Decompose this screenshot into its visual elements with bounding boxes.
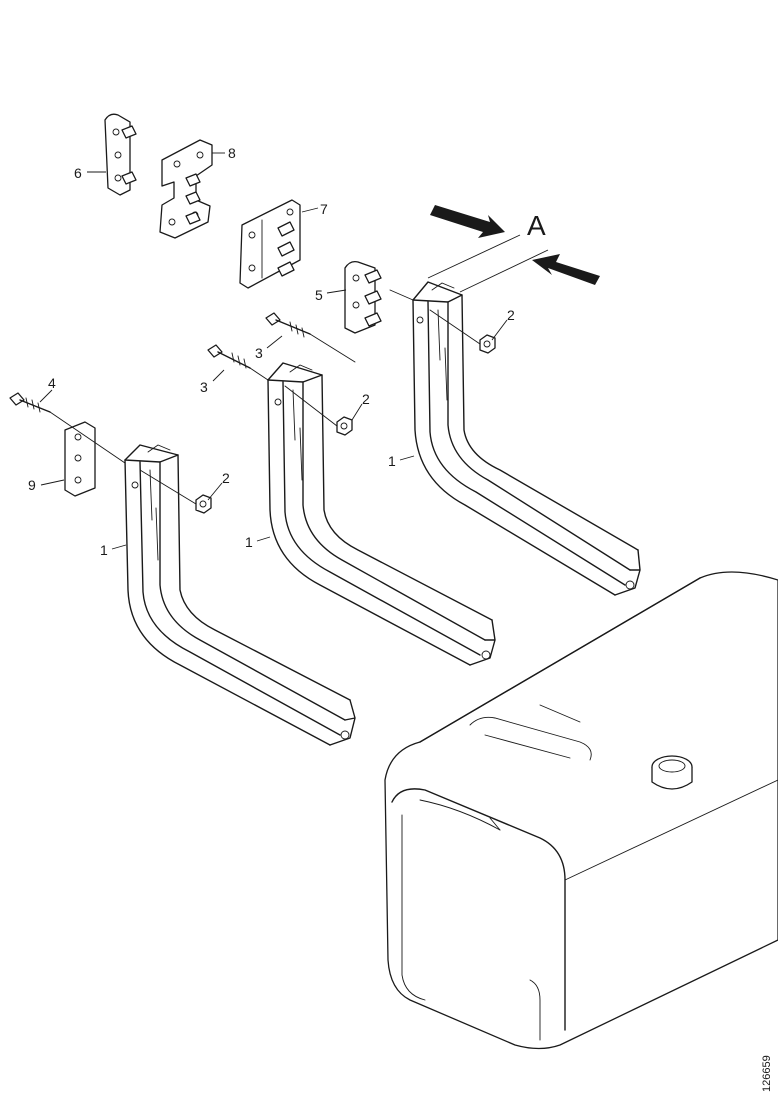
fuel-tank (384, 571, 778, 1050)
plate-5 (344, 260, 382, 334)
callout-nut-2c: 2 (507, 307, 515, 323)
bracket-left (124, 444, 356, 746)
callout-plate-6: 6 (74, 165, 82, 181)
callout-bolt-3a: 3 (200, 379, 208, 395)
view-label-a: A (527, 210, 546, 241)
leader-lines (39, 152, 508, 550)
bolt-3-lower (207, 344, 251, 369)
plate-7 (239, 199, 301, 289)
callout-nut-2a: 2 (222, 470, 230, 486)
callout-nut-2b: 2 (362, 391, 370, 407)
assembly-lines (49, 289, 481, 505)
callout-bracket-1c: 1 (388, 453, 396, 469)
nut-left (195, 494, 212, 514)
plate-6 (104, 113, 137, 196)
callout-bolt-3b: 3 (255, 345, 263, 361)
callout-plate-9: 9 (28, 477, 36, 493)
nut-right (479, 334, 496, 354)
plate-9 (64, 421, 96, 497)
view-arrows-a: A (427, 205, 600, 293)
callout-bolt-4: 4 (48, 375, 56, 391)
bolt-3-upper (265, 312, 311, 338)
nut-middle (336, 416, 353, 436)
bracket-right (412, 281, 641, 596)
plate-8 (159, 139, 213, 239)
bracket-middle (267, 362, 496, 666)
bolt-4 (9, 392, 51, 413)
callout-plate-8: 8 (228, 145, 236, 161)
callout-bracket-1a: 1 (100, 542, 108, 558)
filler-cap (651, 755, 693, 790)
drawing-number: 126659 (761, 1055, 773, 1092)
callout-plate-5: 5 (315, 287, 323, 303)
callout-bracket-1b: 1 (245, 534, 253, 550)
callout-plate-7: 7 (320, 201, 328, 217)
